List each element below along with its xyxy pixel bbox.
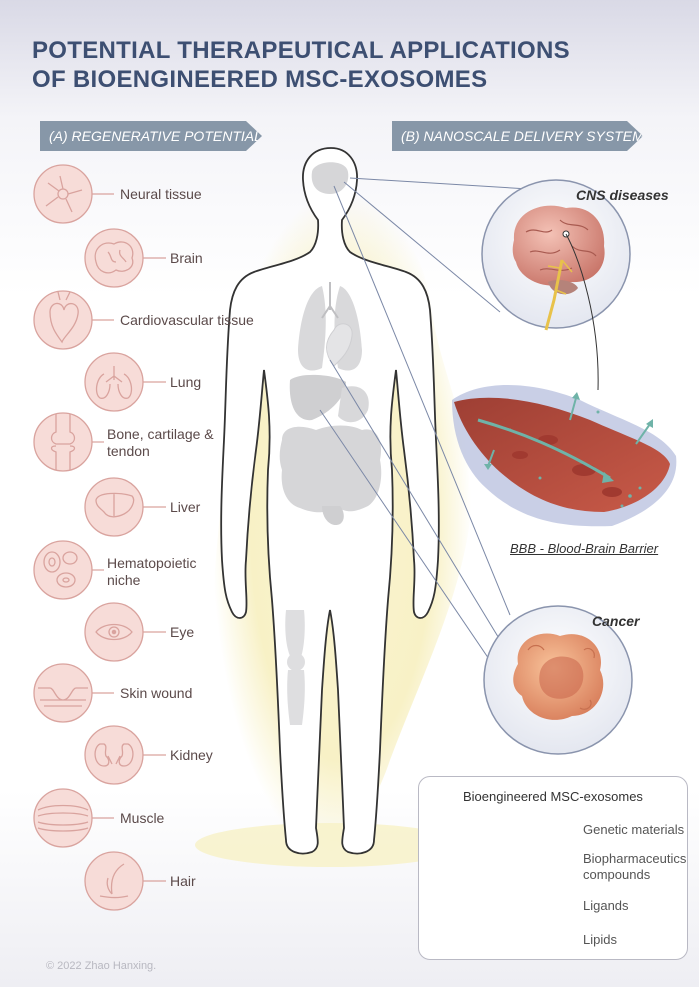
body-intestines: [279, 425, 382, 513]
legend-title: Bioengineered MSC-exosomes: [463, 789, 643, 804]
legend-lipids: Lipids: [583, 932, 617, 947]
cancer-label: Cancer: [592, 613, 640, 629]
hair-icon: [84, 851, 144, 911]
kidney-icon: [84, 725, 144, 785]
muscle-icon: [33, 788, 93, 848]
label-bone-cartilage-tendon: Bone, cartilage & tendon: [107, 426, 214, 459]
label-skin-wound: Skin wound: [120, 685, 193, 701]
regenerative-connectors: [92, 193, 166, 882]
label-neural-tissue: Neural tissue: [120, 186, 202, 202]
label-kidney: Kidney: [170, 747, 213, 763]
legend-ligands: Ligands: [583, 898, 629, 913]
head-brain: [311, 162, 349, 194]
bbb-label: BBB - Blood-Brain Barrier: [510, 541, 659, 556]
label-hematopoietic-niche: Hematopoietic niche: [107, 555, 197, 588]
body-heart: [326, 323, 353, 367]
section-b-banner: (B) NANOSCALE DELIVERY SYSTEM: [392, 121, 643, 151]
legend-box: [418, 776, 688, 960]
human-body: [220, 147, 440, 855]
blood-vessel-illustration: [452, 385, 677, 527]
legend-genetic-materials: Genetic materials: [583, 822, 685, 837]
copyright: © 2022 Zhao Hanxing.: [46, 960, 157, 972]
cns-diseases-label: CNS diseases: [576, 187, 669, 203]
legend-biopharmaceutics-compounds: Biopharmaceutics compounds: [583, 851, 687, 882]
label-brain: Brain: [170, 250, 203, 266]
section-a-banner: (A) REGENERATIVE POTENTIAL: [40, 121, 262, 151]
delivery-connector-lines: [319, 177, 546, 666]
heart-icon: [33, 290, 93, 350]
neuron-icon: [33, 164, 93, 224]
body-liver: [289, 374, 346, 421]
body-knee: [285, 610, 305, 725]
blood-cell-icon: [33, 540, 93, 600]
label-eye: Eye: [170, 624, 195, 640]
label-cardiovascular-tissue: Cardiovascular tissue: [120, 312, 254, 328]
lung-icon: [84, 352, 144, 412]
label-hair: Hair: [170, 873, 196, 889]
label-liver: Liver: [170, 499, 201, 515]
eye-icon: [84, 602, 144, 662]
liver-icon: [84, 477, 144, 537]
page-title: POTENTIAL THERAPEUTICAL APPLICATIONS OF …: [32, 36, 672, 94]
skin-wound-icon: [33, 663, 93, 723]
brain-icon: [84, 228, 144, 288]
label-muscle: Muscle: [120, 810, 165, 826]
label-lung: Lung: [170, 374, 202, 390]
cancer-tumor-illustration: [483, 605, 633, 755]
title-line-1: POTENTIAL THERAPEUTICAL APPLICATIONS: [32, 37, 570, 64]
title-line-2: OF BIOENGINEERED MSC-EXOSOMES: [32, 66, 488, 93]
cns-brain-illustration: [481, 179, 631, 391]
knee-joint-icon: [33, 412, 93, 472]
